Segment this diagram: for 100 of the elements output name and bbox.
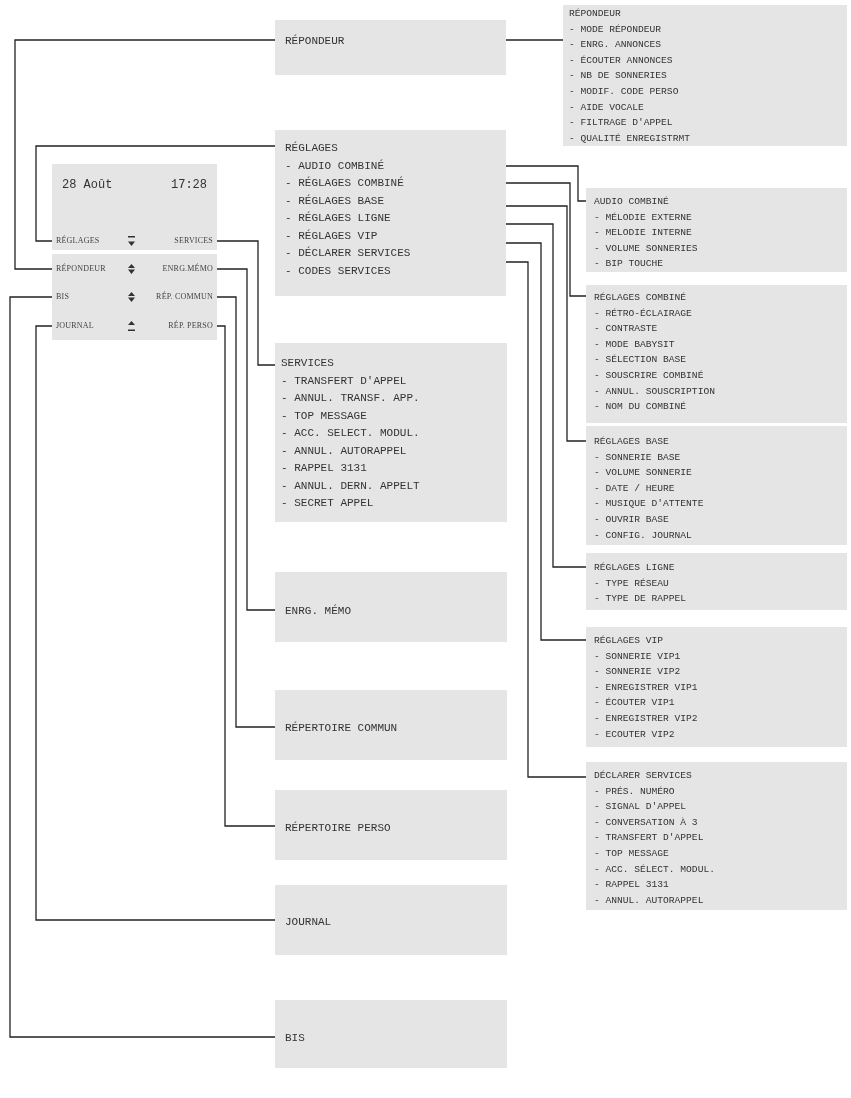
menu-option: - TOP MESSAGE <box>281 407 507 425</box>
menu-option: - OUVRIR BASE <box>594 511 847 528</box>
menu-box <box>586 762 847 910</box>
softkey-label: ENRG.MÉMO <box>162 264 213 274</box>
connector-line <box>505 39 564 41</box>
menu-heading: RÉGLAGES COMBINÉ <box>594 291 688 305</box>
menu-option: - BIP TOUCHE <box>594 256 847 272</box>
menu-box <box>586 627 847 747</box>
menu-heading: RÉGLAGES <box>285 140 339 156</box>
menu-item-box <box>275 790 507 860</box>
menu-heading: AUDIO COMBINÉ <box>594 195 670 209</box>
menu-option: - RÉGLAGES BASE <box>285 192 506 210</box>
menu-box <box>586 426 847 545</box>
menu-option: - MÉLODIE EXTERNE <box>594 209 847 226</box>
menu-heading: RÉGLAGES VIP <box>594 634 665 648</box>
menu-option: - ACC. SÉLECT. MODUL. <box>594 861 847 878</box>
connector-line <box>505 205 587 442</box>
menu-option: - NOM DU COMBINÉ <box>594 399 847 415</box>
softkey-label: BIS <box>56 292 70 302</box>
menu-item-box <box>275 690 507 760</box>
menu-option: - RÉTRO-ÉCLAIRAGE <box>594 305 847 322</box>
menu-box <box>586 553 847 610</box>
menu-option: - ÉCOUTER ANNONCES <box>569 52 847 69</box>
connector-line <box>14 39 276 270</box>
time-text: 17:28 <box>171 178 207 192</box>
menu-option: - PRÉS. NUMÉRO <box>594 783 847 800</box>
menu-option: - CONTRASTE <box>594 321 847 337</box>
menu-box <box>586 285 847 423</box>
menu-option: - MODE BABYSIT <box>594 336 847 353</box>
menu-option: - DÉCLARER SERVICES <box>285 245 506 263</box>
menu-option: - CODES SERVICES <box>285 262 506 280</box>
menu-heading: RÉPERTOIRE PERSO <box>285 820 392 836</box>
menu-option: - FILTRAGE D'APPEL <box>569 115 847 131</box>
connector-line <box>35 145 276 242</box>
menu-option: - DATE / HEURE <box>594 480 847 497</box>
menu-heading: DÉCLARER SERVICES <box>594 769 693 783</box>
menu-heading: RÉGLAGES BASE <box>594 435 670 449</box>
menu-option: - TYPE RÉSEAU <box>594 575 847 592</box>
menu-option: - SONNERIE BASE <box>594 449 847 466</box>
menu-item-box <box>275 1000 507 1068</box>
menu-option: - VOLUME SONNERIE <box>594 465 847 481</box>
connector-line <box>505 182 587 297</box>
softkey-label: RÉP. PERSO <box>168 321 213 331</box>
menu-heading: RÉPERTOIRE COMMUN <box>285 720 399 736</box>
menu-item-box <box>275 20 506 75</box>
menu-option: - ENREGISTRER VIP1 <box>594 679 847 696</box>
menu-option: - MELODIE INTERNE <box>594 225 847 241</box>
menu-option: - CONVERSATION À 3 <box>594 814 847 831</box>
menu-option: - RÉGLAGES VIP <box>285 227 506 245</box>
menu-option: - TRANSFERT D'APPEL <box>281 372 507 390</box>
menu-option: - ECOUTER VIP2 <box>594 726 847 743</box>
menu-heading: BIS <box>285 1031 306 1046</box>
menu-option: - NB DE SONNERIES <box>569 68 847 84</box>
menu-option: - RÉGLAGES LIGNE <box>285 210 506 228</box>
menu-option: - ANNUL. DERN. APPELT <box>281 477 507 495</box>
softkey-label: RÉPONDEUR <box>56 264 106 274</box>
menu-option: - MUSIQUE D'ATTENTE <box>594 496 847 512</box>
menu-option: - TRANSFERT D'APPEL <box>594 830 847 846</box>
menu-option: - ANNUL. TRANSF. APP. <box>281 390 507 408</box>
menu-option: - SÉLECTION BASE <box>594 352 847 368</box>
menu-option: - ENREGISTRER VIP2 <box>594 710 847 727</box>
softkey-label: RÉP. COMMUN <box>156 292 213 302</box>
menu-option: - RAPPEL 3131 <box>281 460 507 478</box>
menu-heading: SERVICES <box>281 356 335 371</box>
menu-option: - SECRET APPEL <box>281 495 507 513</box>
menu-heading: JOURNAL <box>285 915 333 930</box>
menu-option: - CONFIG. JOURNAL <box>594 527 847 544</box>
softkey-label: SERVICES <box>174 236 213 246</box>
menu-option: - ACC. SELECT. MODUL. <box>281 425 507 443</box>
menu-option: - ANNUL. SOUSCRIPTION <box>594 383 847 400</box>
connector-line <box>9 296 276 1038</box>
menu-item-box <box>275 572 507 642</box>
menu-option: - TYPE DE RAPPEL <box>594 591 847 607</box>
date-text: 28 Août <box>62 178 113 192</box>
menu-box <box>275 130 506 296</box>
menu-option: - SONNERIE VIP1 <box>594 648 847 665</box>
softkey-label: JOURNAL <box>56 321 94 331</box>
connector-line <box>505 261 587 778</box>
menu-option: - SONNERIE VIP2 <box>594 664 847 680</box>
menu-box <box>275 343 507 522</box>
menu-option: - TOP MESSAGE <box>594 845 847 862</box>
menu-option: - ANNUL. AUTORAPPEL <box>594 892 847 909</box>
connector-line <box>505 165 587 202</box>
connector-line <box>505 223 587 568</box>
menu-heading: RÉPONDEUR <box>569 7 622 21</box>
connector-line <box>35 325 276 921</box>
menu-item-box <box>275 885 507 955</box>
phone-screen <box>52 164 217 340</box>
menu-heading: RÉGLAGES LIGNE <box>594 561 676 575</box>
menu-option: - ÉCOUTER VIP1 <box>594 695 847 711</box>
menu-option: - QUALITÉ ENREGISTRMT <box>569 130 847 147</box>
menu-option: - RÉGLAGES COMBINÉ <box>285 175 506 193</box>
menu-option: - MODIF. CODE PERSO <box>569 83 847 100</box>
menu-option: - ENRG. ANNONCES <box>569 37 847 53</box>
connector-line <box>505 242 587 641</box>
menu-option: - RAPPEL 3131 <box>594 877 847 893</box>
menu-option: - AIDE VOCALE <box>569 99 847 116</box>
softkey-label: RÉGLAGES <box>56 236 100 246</box>
menu-option: - VOLUME SONNERIES <box>594 240 847 257</box>
menu-box <box>563 5 847 146</box>
